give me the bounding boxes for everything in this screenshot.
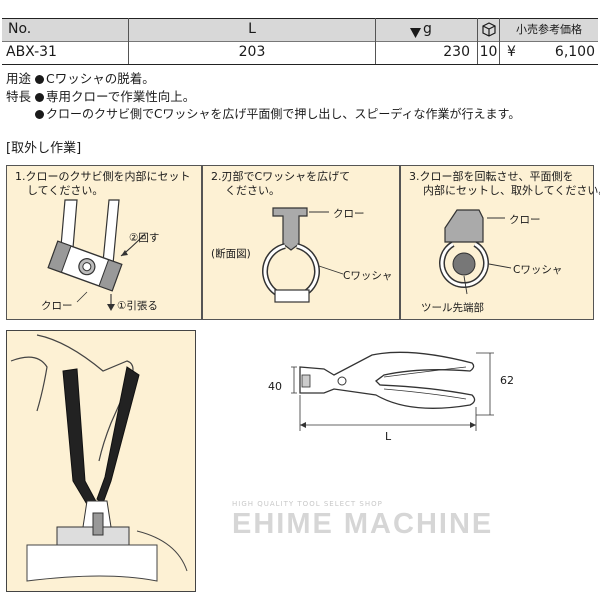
spec-divider [477,18,478,64]
header-length: L [248,21,256,37]
brand-name: EHIME MACHINE [232,508,494,540]
feature-text: 専用クローで作業性向上。 [46,89,196,104]
pack-quantity: 10 [479,44,498,60]
brand-tagline: HIGH QUALITY TOOL SELECT SHOP [232,500,383,508]
procedure-title: [取外し作業] [6,141,82,156]
bullet-icon [35,110,44,119]
box-icon [481,21,497,41]
header-no: No. [8,21,32,37]
features-label: 特長 [6,89,32,104]
step-2-washer-label: Cワッシャ [343,270,393,282]
header-weight: g [423,21,432,37]
step-3-tooltip-label: ツール先端部 [421,302,484,314]
weight-value: 230 [443,44,470,60]
spec-mid-border [2,41,598,42]
usage-line: Cワッシャの脱着。 [35,70,155,87]
step-1-rotate-label: ②回す [129,232,160,244]
feature-line: クローのクサビ側でCワッシャを広げ平面側で押し出し、スピーディな作業が行えます。 [35,106,520,123]
spec-table [2,18,598,64]
step-3-line-1: 3.クロー部を回転させ、平面側を [409,170,574,183]
step-1-line-1: 1.クローのクサビ側を内部にセット [15,170,191,183]
step-1-line-2: してください。 [27,184,104,197]
currency-symbol: ¥ [507,44,516,60]
bullet-icon [35,75,44,84]
spec-bottom-border [2,64,598,65]
step-panel-2: 2.刃部でCワッシャを広げて ください。 クロー (断面図) Cワッシャ [202,165,400,320]
usage-label: 用途 [6,71,32,86]
spec-header-row [2,18,598,41]
weight-icon [410,24,421,43]
step-3-line-2: 内部にセットし、取外してください。 [423,184,600,197]
step-3-washer-label: Cワッシャ [513,264,563,276]
bullet-icon [35,93,44,102]
spec-top-border [2,18,598,19]
product-number: ABX-31 [6,44,57,60]
usage-illustration [6,330,196,592]
step-2-illustration [262,207,344,303]
spec-divider [375,18,376,64]
length-value: 203 [238,44,266,60]
dimension-62: 62 [500,374,514,387]
dimension-length: L [385,430,392,443]
dimension-drawing [291,351,494,431]
feature-text: クローのクサビ側でCワッシャを広げ平面側で押し出し、スピーディな作業が行えます。 [46,107,521,121]
step-panel-1: 1.クローのクサビ側を内部にセット してください。 ②回す クロー ①引張る [6,165,202,320]
step-panel-3: 3.クロー部を回転させ、平面側を 内部にセットし、取外してください。 クロー C… [400,165,600,320]
dimension-40: 40 [268,380,282,393]
usage-text: Cワッシャの脱着。 [46,71,155,86]
step-2-claw-label: クロー [333,208,365,220]
spec-data-row [2,41,598,64]
spec-divider [499,18,500,64]
step-1-pull-label: ①引張る [117,300,158,312]
feature-line: 専用クローで作業性向上。 [35,88,195,105]
step-1-illustration [47,199,146,311]
step-1-claw-label: クロー [41,300,73,312]
step-3-illustration [439,209,512,295]
price-value: 6,100 [554,44,595,60]
step-2-line-2: ください。 [225,184,280,197]
step-2-line-1: 2.刃部でCワッシャを広げて [211,170,351,183]
spec-divider [128,18,129,64]
step-3-claw-label: クロー [509,214,541,226]
step-2-section-label: (断面図) [211,248,251,260]
header-price: 小売参考価格 [516,23,582,36]
